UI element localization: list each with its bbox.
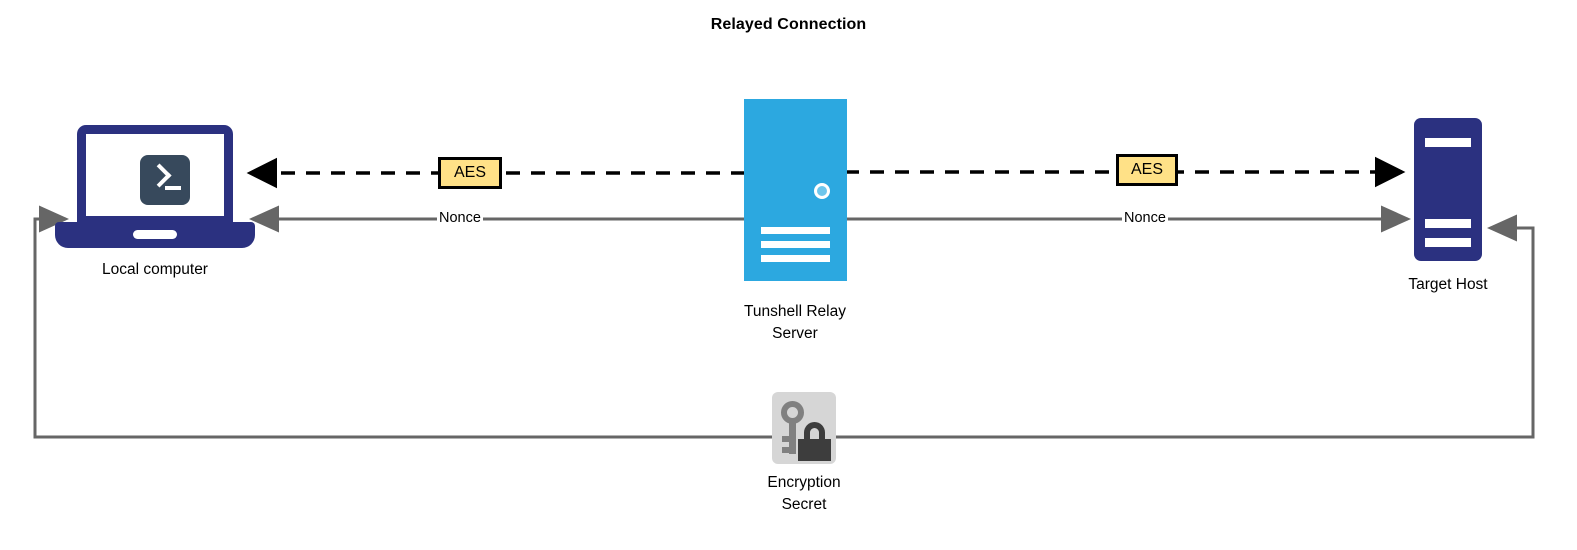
- badge-aes-left: AES: [438, 157, 502, 189]
- server-rack-icon: [1414, 118, 1482, 261]
- key-lock-icon: [772, 392, 836, 464]
- relay-slot-bar: [761, 255, 830, 262]
- badge-aes-right: AES: [1116, 154, 1178, 186]
- relay-server-icon: [744, 99, 847, 281]
- server-slot-bar: [1425, 138, 1471, 147]
- laptop-base-icon: [55, 222, 255, 248]
- server-slot-bar: [1425, 238, 1471, 247]
- padlock-body-glyph: [798, 439, 831, 461]
- power-circle-icon: [814, 183, 830, 199]
- terminal-underscore-glyph: [165, 186, 181, 190]
- node-encryption-secret[interactable]: [772, 392, 836, 464]
- node-label-encryption-secret: Encryption Secret: [767, 474, 841, 513]
- wire-secret-to-target: [836, 214, 1535, 439]
- edge-label-nonce-right: Nonce: [1122, 210, 1168, 227]
- node-target-host[interactable]: [1414, 118, 1482, 261]
- node-label-local-computer: Local computer: [102, 261, 208, 278]
- padlock-shackle-glyph: [804, 422, 825, 446]
- key-head-glyph: [781, 401, 804, 424]
- node-local-computer[interactable]: [55, 125, 255, 255]
- edge-label-nonce-left: Nonce: [437, 210, 483, 227]
- wire-secret-to-local: [33, 205, 772, 439]
- relay-slot-bar: [761, 227, 830, 234]
- key-shaft-glyph: [789, 422, 796, 454]
- laptop-lid-icon: [77, 125, 233, 222]
- terminal-icon: [140, 155, 190, 205]
- node-label-target-host: Target Host: [1408, 276, 1488, 293]
- key-tooth-glyph: [782, 436, 790, 442]
- relay-slot-bar: [761, 241, 830, 248]
- terminal-chevron-glyph: [147, 163, 172, 188]
- node-tunshell-relay-server[interactable]: [744, 99, 847, 281]
- page-title: Relayed Connection: [710, 16, 867, 33]
- key-tooth-glyph: [782, 447, 790, 453]
- server-slot-bar: [1425, 219, 1471, 228]
- node-label-tunshell-relay-server: Tunshell Relay Server: [744, 303, 846, 342]
- laptop-trackpad-notch: [133, 230, 177, 239]
